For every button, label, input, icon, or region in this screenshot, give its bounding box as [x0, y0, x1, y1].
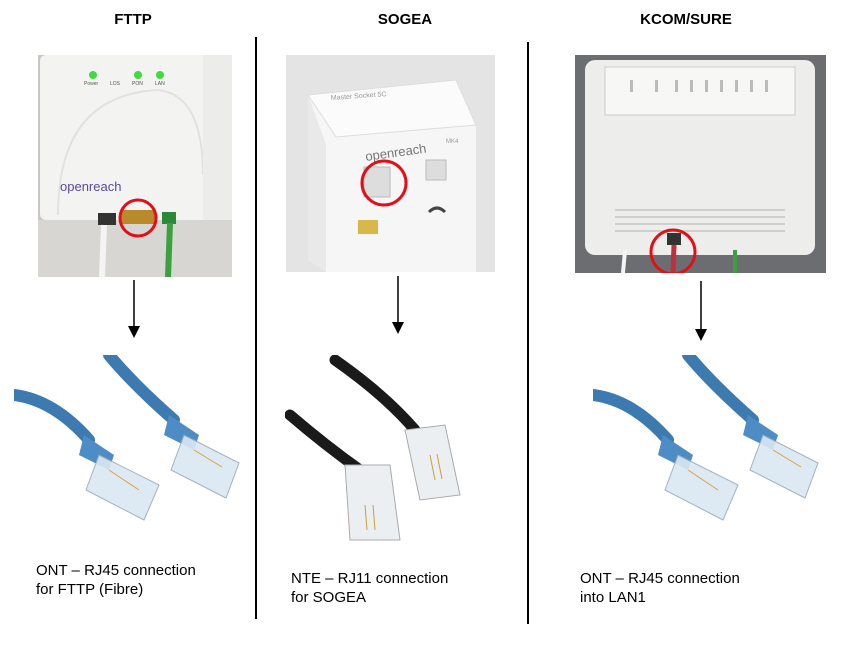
fttp-ont-photo: Power LOS PON LAN openreach	[38, 55, 232, 277]
caption-sogea: NTE – RJ11 connection for SOGEA	[291, 569, 448, 607]
sogea-master-socket-photo: Master Socket 5C openreach MK4	[286, 55, 495, 272]
caption-line: ONT – RJ45 connection	[36, 562, 196, 579]
highlight-circle	[649, 228, 697, 273]
svg-text:PON: PON	[132, 81, 143, 87]
rj45-cable-image	[14, 355, 240, 521]
kcom-router-photo	[575, 55, 826, 273]
openreach-logo: openreach	[60, 179, 121, 194]
column-divider	[255, 37, 257, 619]
column-title-kcom-sure: KCOM/SURE	[640, 11, 732, 28]
svg-text:LAN: LAN	[155, 81, 165, 87]
column-title-sogea: SOGEA	[377, 11, 433, 28]
caption-line: for FTTP (Fibre)	[36, 581, 144, 598]
caption-line: ONT – RJ45 connection	[580, 570, 740, 587]
led-indicators	[89, 71, 164, 79]
down-arrow-icon	[128, 280, 140, 338]
svg-text:Power: Power	[84, 81, 99, 87]
svg-text:MK4: MK4	[446, 139, 459, 145]
column-divider	[527, 42, 529, 624]
svg-text:Master Socket 5C: Master Socket 5C	[331, 91, 387, 102]
highlight-circle	[360, 159, 408, 207]
svg-text:LOS: LOS	[110, 81, 121, 87]
rj45-cable-image	[593, 355, 819, 521]
rj11-cable-image	[285, 355, 461, 541]
column-title-fttp: FTTP	[114, 11, 152, 28]
caption-line: into LAN1	[580, 589, 646, 606]
highlight-circle	[118, 198, 158, 238]
down-arrow-icon	[392, 276, 404, 334]
caption-line: NTE – RJ11 connection	[291, 570, 449, 587]
caption-fttp: ONT – RJ45 connection for FTTP (Fibre)	[36, 561, 196, 599]
down-arrow-icon	[695, 281, 707, 341]
caption-kcom-sure: ONT – RJ45 connection into LAN1	[580, 569, 740, 607]
caption-line: for SOGEA	[291, 589, 367, 606]
